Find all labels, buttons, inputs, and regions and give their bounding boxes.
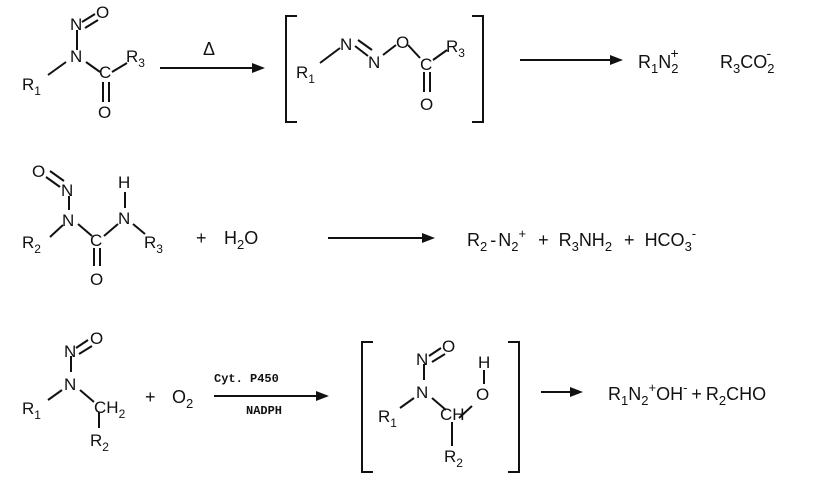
bracket-left	[361, 341, 373, 473]
bracket-right	[472, 15, 484, 123]
atom-O: O	[420, 95, 433, 114]
bond	[77, 223, 93, 237]
bond	[47, 61, 67, 76]
atom-N: N	[64, 342, 76, 361]
bond	[78, 345, 93, 355]
reaction2-reactant: O N N C O N H R2 R3	[22, 162, 163, 289]
plus-sign: +	[145, 387, 156, 407]
methylene-CH2: CH2	[94, 398, 126, 421]
substituent-R2: R2	[90, 431, 109, 454]
bond	[47, 389, 63, 401]
reaction3-intermediate: N O N CH O H R1 R2	[361, 337, 520, 473]
enzyme-label: Cyt. P450	[214, 372, 279, 386]
delta-label: Δ	[203, 39, 215, 59]
reaction2-products: R2-N2++R3NH2+HCO3-	[467, 226, 696, 254]
atom-N: N	[416, 350, 428, 369]
bond	[431, 397, 447, 411]
atom-C: C	[420, 55, 432, 74]
substituent-R1: R1	[22, 75, 41, 98]
bracket-right	[508, 341, 520, 473]
atom-H: H	[118, 173, 130, 192]
atom-N: N	[61, 181, 73, 200]
atom-O: O	[90, 329, 103, 348]
substituent-R3: R3	[446, 37, 465, 60]
atom-N: N	[70, 47, 82, 66]
plus-sign: +	[196, 228, 207, 248]
reaction3-arrow: Cyt. P450 NADPH	[214, 372, 329, 418]
oxygen-molecule: O2	[172, 387, 193, 411]
bond	[432, 49, 448, 61]
substituent-R1: R1	[296, 63, 315, 86]
bond	[49, 224, 64, 238]
substituent-R2: R2	[22, 233, 41, 256]
bond	[84, 19, 99, 29]
substituent-R2: R2	[444, 447, 463, 470]
atom-O: O	[442, 337, 455, 356]
atom-N: N	[62, 211, 74, 230]
bond	[382, 44, 397, 56]
atom-N: N	[340, 35, 352, 54]
substituent-R1: R1	[22, 399, 41, 422]
atom-CH: CH	[440, 405, 465, 424]
bond	[111, 62, 128, 73]
reaction1-arrow-2	[520, 55, 623, 65]
bond	[354, 45, 369, 57]
bond	[428, 347, 442, 357]
bond	[79, 389, 95, 403]
substituent-R3: R3	[126, 47, 145, 70]
product-carboxylate: R3CO2-	[720, 45, 774, 76]
bond	[357, 39, 373, 51]
bond	[49, 170, 65, 182]
bond	[399, 397, 415, 409]
substituent-R3: R3	[144, 233, 163, 256]
product-diazonium: R1N2+	[638, 45, 679, 76]
atom-O: O	[32, 162, 45, 181]
bond	[75, 339, 89, 349]
reaction1-reactant: N O N C O R1 R3	[22, 3, 145, 122]
water-molecule: H2O	[224, 228, 258, 252]
bond	[132, 223, 146, 235]
atom-N: N	[416, 383, 428, 402]
atom-O: O	[90, 270, 103, 289]
reaction1-intermediate: R1 N N O C O R3	[285, 15, 484, 123]
bond	[458, 405, 473, 419]
atom-N: N	[70, 15, 82, 34]
reaction2-arrow	[328, 233, 435, 243]
atom-O: O	[98, 103, 111, 122]
atom-O: O	[96, 3, 109, 22]
atom-C: C	[90, 231, 102, 250]
bond	[431, 353, 446, 363]
reaction3-reactant: N O N CH2 R1 R2	[22, 329, 126, 454]
atom-H: H	[478, 353, 490, 372]
atom-O: O	[396, 33, 409, 52]
atom-C: C	[99, 63, 111, 82]
atom-O: O	[476, 385, 489, 404]
atom-N: N	[368, 53, 380, 72]
bond	[85, 61, 101, 73]
atom-N: N	[118, 209, 130, 228]
cofactor-label: NADPH	[246, 404, 282, 418]
bond	[103, 223, 119, 237]
bond	[81, 13, 96, 23]
bond	[319, 47, 341, 64]
substituent-R1: R1	[378, 407, 397, 430]
bracket-left	[285, 15, 297, 123]
reaction3-products: R1N2+OH-+R2CHO	[608, 380, 766, 408]
bond	[45, 176, 61, 188]
bond	[407, 44, 421, 59]
reaction3-arrow-2	[541, 387, 583, 397]
reaction1-arrow: Δ	[160, 39, 265, 73]
atom-N: N	[64, 375, 76, 394]
